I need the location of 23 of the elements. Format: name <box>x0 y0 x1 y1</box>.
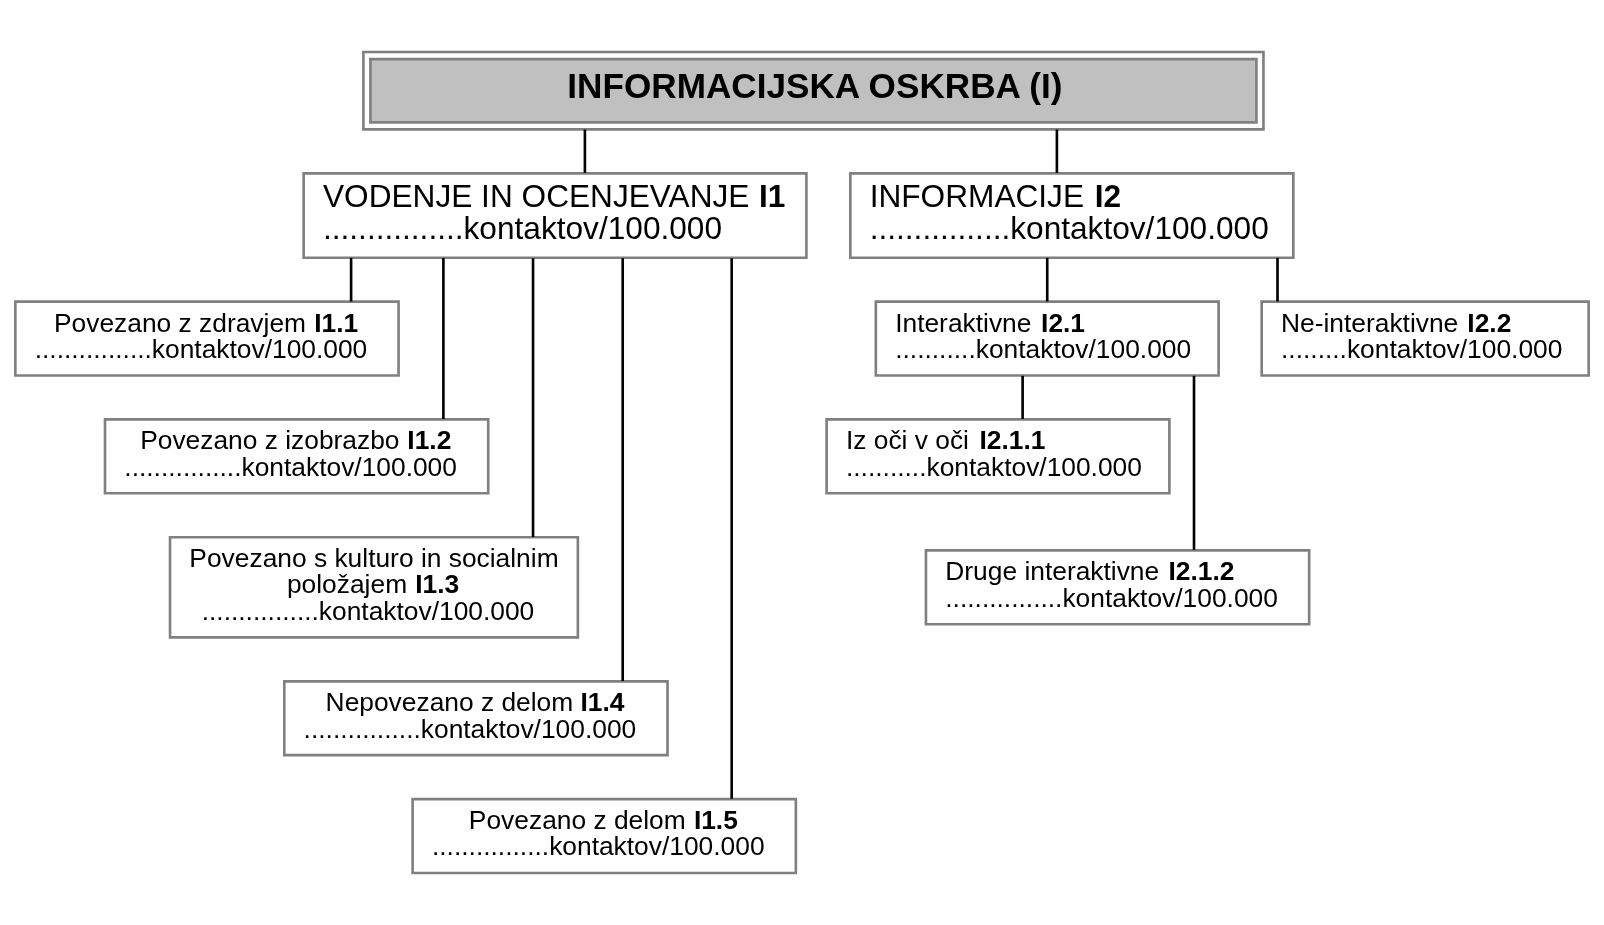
node-box: Povezano z delom I1.5 ................kontaktov/100.000 <box>411 797 798 875</box>
connector <box>442 258 445 419</box>
node-box: Povezano s kulturo in socialnim položajem I1.3 ................kontaktov/100.000 <box>168 535 580 639</box>
node-box: Interaktivne I2.1 ...........kontaktov/100.000 <box>874 300 1220 377</box>
node-box: Iz oči v oči I2.1.1 ...........kontaktov/100.000 <box>825 418 1171 495</box>
node-box: Povezano z zdravjem I1.1 ................kontaktov/100.000 <box>14 300 400 377</box>
node-box: INFORMACIJSKA OSKRBA (I) <box>362 50 1265 131</box>
node-box: Druge interaktivne I2.1.2 ................kontaktov/100.000 <box>924 549 1311 626</box>
connector <box>583 129 587 173</box>
connector <box>621 258 624 682</box>
connector <box>1021 375 1024 419</box>
connector <box>1055 129 1059 173</box>
node-box: Nepovezano z delom I1.4 ................kontaktov/100.000 <box>283 680 669 757</box>
connector <box>1045 257 1049 302</box>
node-box: Povezano z izobrazbo I1.2 ................kontaktov/100.000 <box>103 418 490 495</box>
node-box: Ne-interaktivne I2.2 .........kontaktov/100.000 <box>1260 300 1590 377</box>
connector <box>531 258 535 537</box>
connector <box>349 257 353 302</box>
node-box: INFORMACIJE I2 ................kontaktov/100.000 <box>849 172 1295 260</box>
connector <box>1276 257 1279 302</box>
connector <box>1192 375 1196 550</box>
node-box: VODENJE IN OCENJEVANJE I1 ................kontaktov/100.000 <box>302 172 808 260</box>
connector <box>730 258 733 799</box>
